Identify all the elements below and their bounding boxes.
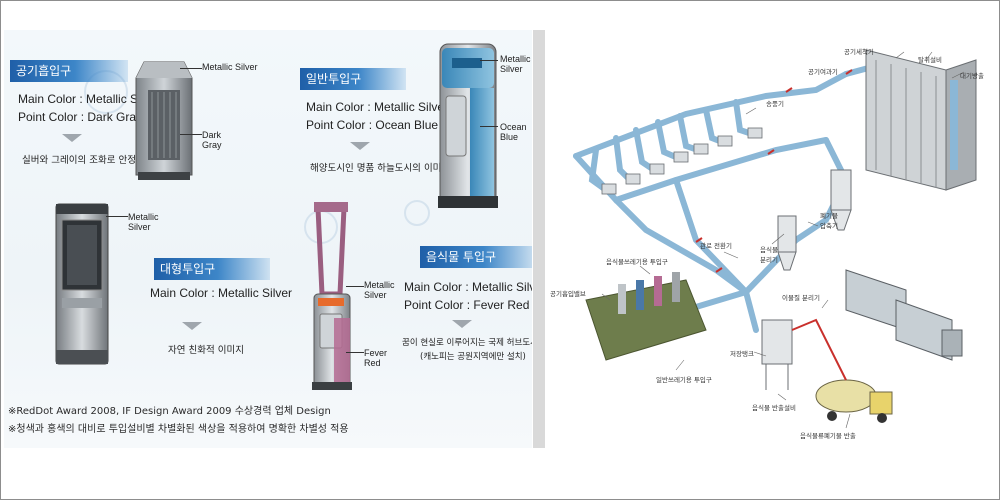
large-inlet-unit-illustration <box>55 203 109 365</box>
main-color-text: Main Color : Metallic Silver <box>150 286 293 300</box>
section-tag-air-intake: 공기흡입구 <box>10 60 128 82</box>
callout-line <box>480 126 498 127</box>
point-color-text: Point Color : Dark Gray <box>18 110 143 124</box>
label-food-inlet: 음식물쓰레기용 투입구 <box>606 258 668 266</box>
footnote-award: ※RedDot Award 2008, IF Design Award 2009… <box>8 406 331 417</box>
callout-line <box>106 216 128 217</box>
label-air-scrubber: 공기세척기 <box>844 48 874 56</box>
section-tag-general-inlet: 일반투입구 <box>300 68 406 90</box>
label-food-separator: 음식물 분리기 <box>760 246 778 264</box>
label-storage-tank: 저장탱크 <box>730 350 754 358</box>
panel-divider <box>533 30 545 448</box>
label-food-truck: 음식물류폐기물 반출 <box>800 432 856 440</box>
callout-line <box>480 60 498 61</box>
main-color-text: Main Color : Metallic Silver <box>404 280 532 294</box>
label-air-intake-valve: 공기흡입밸브 <box>550 290 586 298</box>
section-description: 꿈이 현실로 이루어지는 국제 허브도시의 이미지 <box>402 338 532 348</box>
label-blower: 송풍기 <box>766 100 784 108</box>
label-food-output: 음식물 반출설비 <box>752 404 796 412</box>
main-color-text: Main Color : Metallic Silver <box>306 100 449 114</box>
callout-line <box>180 134 202 135</box>
label-waste-compactor: 폐기물 압축기 <box>820 212 838 230</box>
footnote-color: ※청색과 홍색의 대비로 투입설비별 차별화된 색상을 적용하여 명확한 차별성… <box>8 424 349 435</box>
down-arrow-icon <box>62 134 82 142</box>
section-description: 실버와 그레이의 조화로 안정적인 이미지 <box>22 155 183 166</box>
label-foreign-separator: 이물질 분리기 <box>782 294 820 302</box>
section-tag-large-inlet: 대형투입구 <box>154 258 270 280</box>
label-metallic-silver: Metallic Silver <box>202 62 258 72</box>
main-color-text: Main Color : Metallic Silver <box>18 92 161 106</box>
label-metallic-silver: Metallic Silver <box>364 280 395 300</box>
label-ocean-blue: Ocean Blue <box>500 122 527 142</box>
label-dark-gray: Dark Gray <box>202 130 222 150</box>
down-arrow-icon <box>182 322 202 330</box>
label-deodorizer: 탈취설비 <box>918 56 942 64</box>
label-metallic-silver: Metallic Silver <box>500 54 531 74</box>
system-pipe-network <box>573 49 977 429</box>
section-description-note: (캐노피는 공원지역에만 설치) <box>420 352 526 362</box>
label-fever-red: Fever Red <box>364 348 388 368</box>
callout-line <box>346 286 364 287</box>
air-intake-unit-illustration <box>135 61 193 180</box>
label-air-filter: 공기여과기 <box>808 68 838 76</box>
pneumatic-waste-system-diagram: 공기세척기 공기여과기 탈취설비 대기방출 송풍기 관로 전환기 음식물 분리기… <box>546 30 996 448</box>
callout-line <box>346 352 364 353</box>
general-inlet-unit-illustration <box>438 43 498 208</box>
label-exhaust: 대기방출 <box>960 72 984 80</box>
down-arrow-icon <box>452 320 472 328</box>
callout-line <box>180 68 202 69</box>
point-color-text: Point Color : Ocean Blue <box>306 118 439 132</box>
section-description: 해양도시인 명품 하늘도시의 이미지 <box>310 163 451 174</box>
design-color-panel: 공기흡입구 Main Color : Metallic Silver Point… <box>4 30 532 448</box>
section-description: 자연 친화적 이미지 <box>168 345 244 356</box>
label-route-switch: 관로 전환기 <box>700 242 732 250</box>
label-general-inlet: 일반쓰레기용 투입구 <box>656 376 712 384</box>
point-color-text: Point Color : Fever Red <box>404 298 530 312</box>
decor-bubble <box>404 200 430 226</box>
down-arrow-icon <box>350 142 370 150</box>
food-waste-inlet-unit-illustration <box>312 202 352 390</box>
label-metallic-silver: Metallic Silver <box>128 212 159 232</box>
section-tag-food-inlet: 음식물 투입구 <box>420 246 532 268</box>
